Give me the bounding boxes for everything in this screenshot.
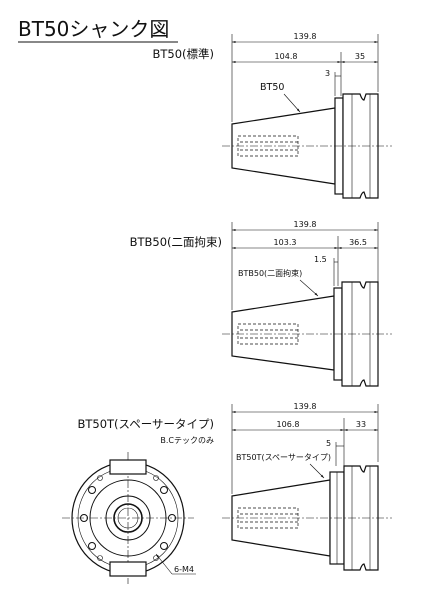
callout-label: BT50: [260, 82, 284, 93]
section-bt50-standard: BT50(標準) 139.8 104.8 35 3 BT50: [152, 32, 392, 199]
right-dimension: 33: [356, 420, 366, 429]
overall-dimension: 139.8: [294, 220, 317, 229]
end-view: [62, 452, 194, 584]
left-dimension: 103.3: [274, 238, 297, 247]
hole-callout: 6-M4: [174, 565, 194, 574]
section-heading: BTB50(二面拘束): [130, 235, 222, 249]
overall-dimension: 139.8: [294, 402, 317, 411]
overall-dimension: 139.8: [294, 32, 317, 41]
gap-dimension: 5: [326, 439, 331, 448]
section-bt50t-spacer: BT50T(スペーサータイプ) B.Cテックのみ 139.8 106.8 33 …: [62, 402, 392, 584]
right-dimension: 35: [355, 52, 365, 61]
section-heading: BT50T(スペーサータイプ): [77, 417, 214, 431]
page-title: BT50シャンク図: [18, 17, 169, 41]
section-btb50-dual-contact: BTB50(二面拘束) 139.8 103.3 36.5 1.5 BTB50(二…: [130, 220, 392, 387]
taper-shank: [231, 295, 335, 371]
flange: [343, 465, 379, 571]
left-dimension: 106.8: [277, 420, 300, 429]
right-dimension: 36.5: [349, 238, 367, 247]
section-heading: BT50(標準): [152, 47, 214, 61]
section-subheading: B.Cテックのみ: [160, 436, 214, 445]
callout-label: BTB50(二面拘束): [238, 268, 302, 278]
gap-dimension: 3: [325, 69, 330, 78]
gap-dimension: 1.5: [314, 255, 327, 264]
left-dimension: 104.8: [275, 52, 298, 61]
callout-label: BT50T(スペーサータイプ): [236, 453, 331, 462]
